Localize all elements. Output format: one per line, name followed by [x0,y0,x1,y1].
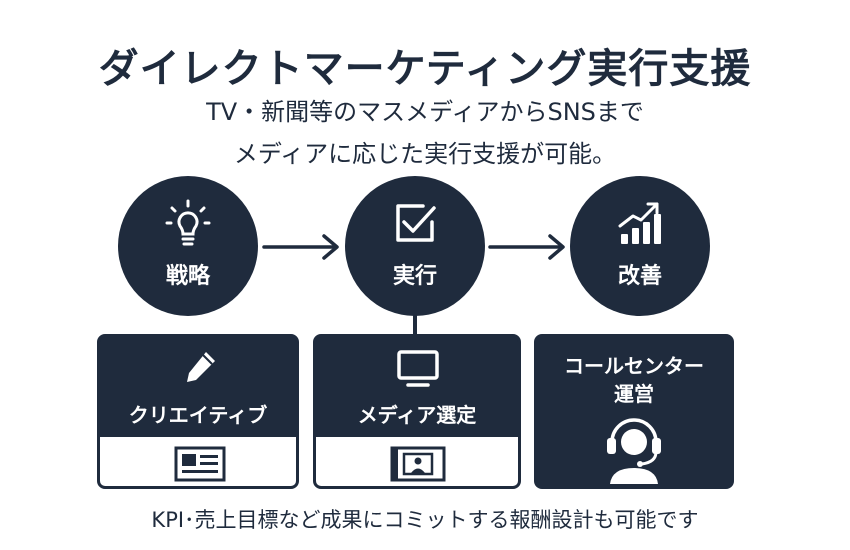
step-improvement: 改善 [570,176,710,316]
service-label: メディア選定 [357,403,477,427]
footer-note: KPI･売上目標など成果にコミットする報酬設計も可能です [151,508,699,532]
subtitle-line-2: メディアに応じた実行支援が可能。 [233,140,617,168]
box-footer [100,437,296,486]
article-card-icon [174,446,226,482]
step-execution: 実行 [345,176,485,316]
service-call-center: コールセンター 運営 [534,334,734,489]
box-footer [316,437,518,486]
service-label-line-2: 運営 [614,382,654,406]
subtitle-line-1: TV・新聞等のマスメディアからSNSまで [206,98,644,126]
box-header: クリエイティブ [100,337,296,437]
connector-line [413,300,417,340]
page-title: ダイレクトマーケティング実行支援 [98,46,752,92]
step-strategy: 戦略 [118,176,258,316]
step-label: 改善 [617,264,662,289]
monitor-icon [397,350,439,387]
pencil-icon [187,352,215,382]
step-label: 戦略 [165,264,210,289]
growth-chart-icon [618,202,661,244]
arrow-right-icon [262,234,339,260]
box-header: メディア選定 [316,337,518,437]
step-label: 実行 [392,264,437,289]
service-label-line-1: コールセンター [564,354,704,378]
video-screen-icon [390,446,446,482]
lightbulb-icon [165,199,211,246]
service-media-selection: メディア選定 [313,334,521,489]
service-label: クリエイティブ [128,403,268,427]
checkbox-icon [396,204,436,242]
arrow-right-icon [488,234,565,260]
operator-headset-icon [607,418,661,484]
service-creative: クリエイティブ [97,334,299,489]
